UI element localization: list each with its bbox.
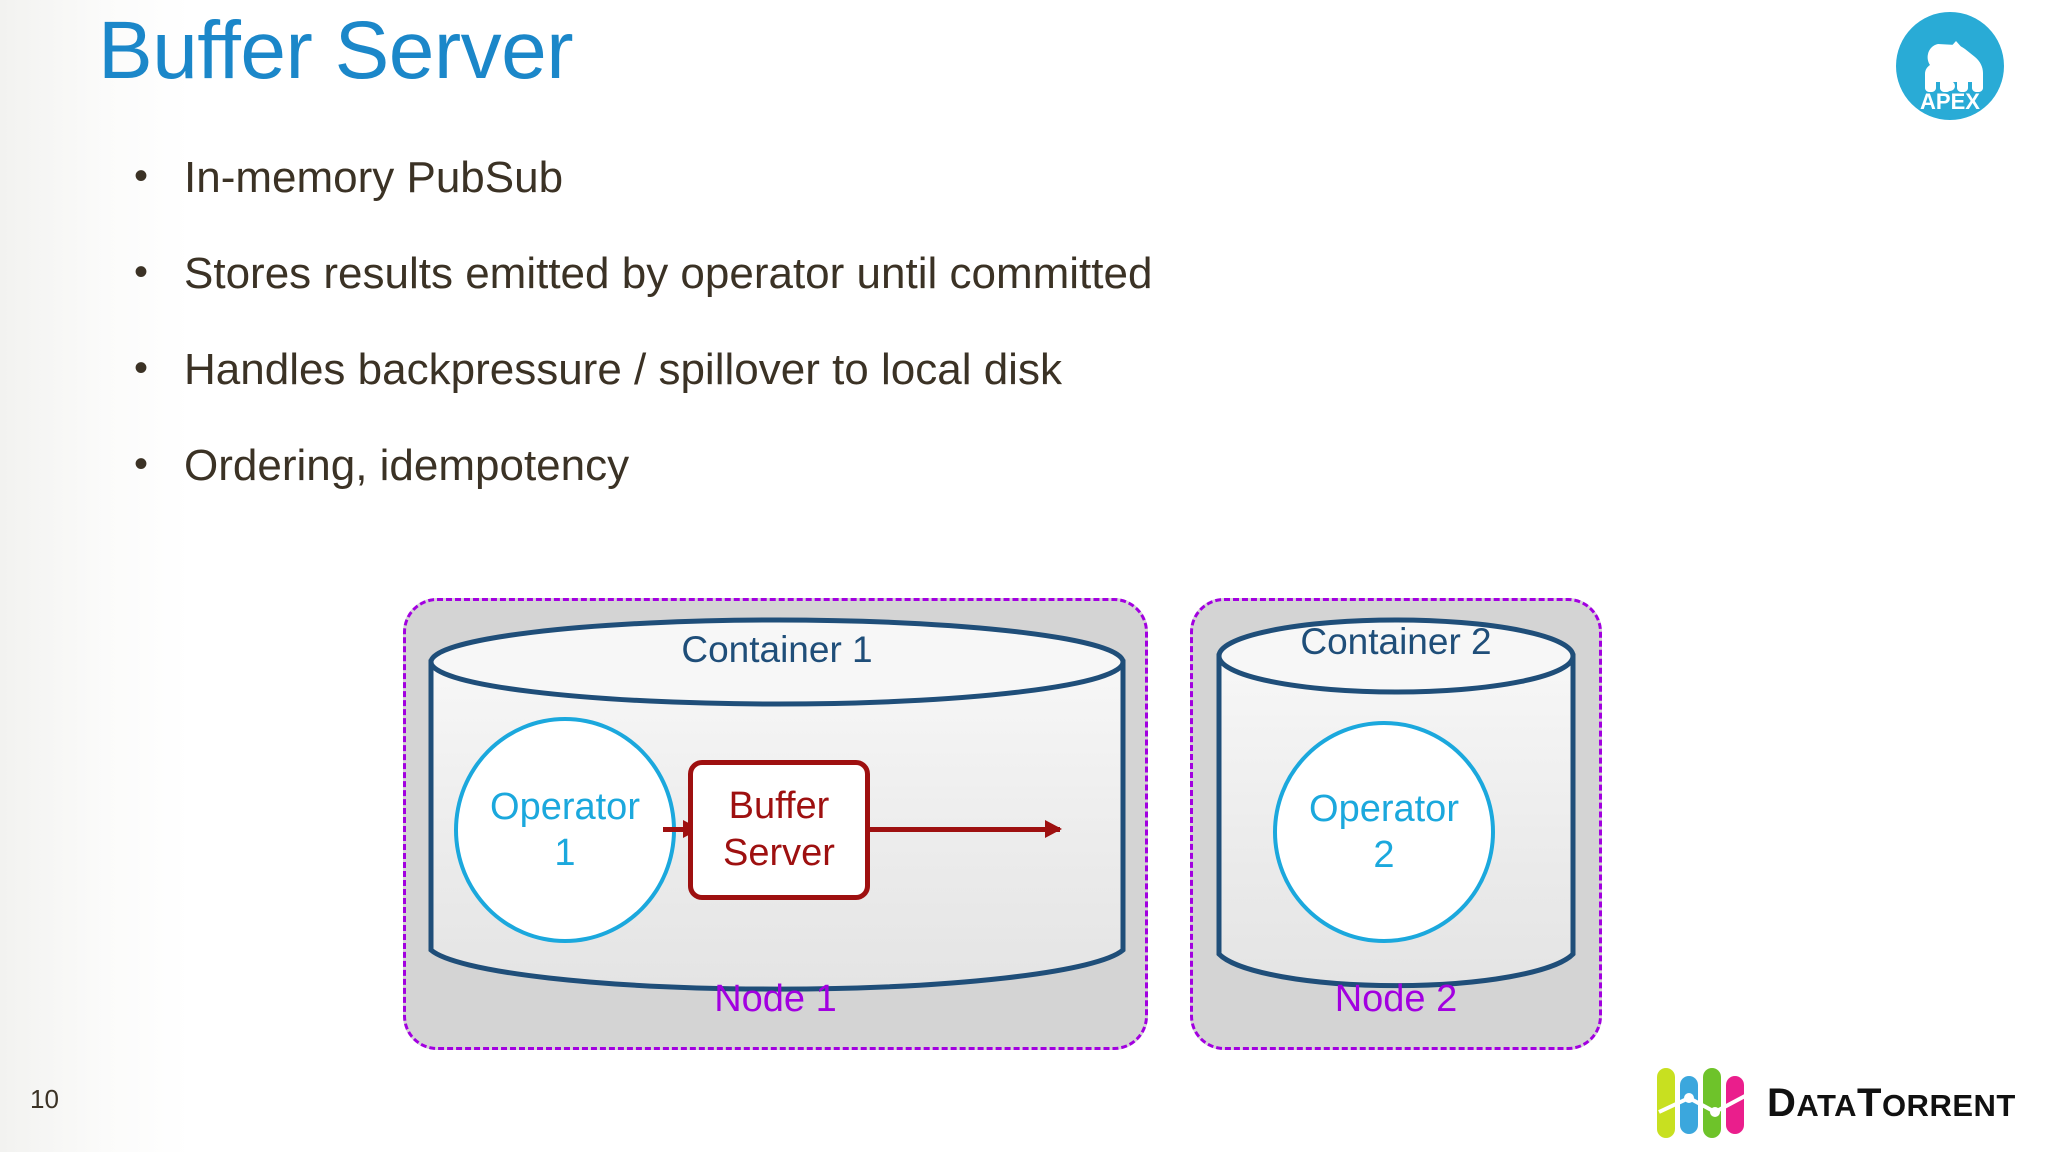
node-2-label: Node 2 bbox=[1334, 978, 1458, 1020]
bullet-marker-icon: • bbox=[134, 346, 149, 390]
arrow-buffer-to-operator2-head-icon bbox=[1045, 820, 1062, 838]
operator-1-node[interactable]: Operator 1 bbox=[454, 717, 676, 943]
operator-1-index: 1 bbox=[554, 832, 576, 874]
operator-2-name: Operator bbox=[1309, 788, 1459, 830]
apex-logo: APEX bbox=[1894, 10, 2006, 122]
datatorrent-logo: DATATORRENT bbox=[1655, 1063, 2015, 1143]
page-title: Buffer Server bbox=[98, 5, 574, 96]
bullet-marker-icon: • bbox=[134, 154, 149, 198]
buffer-server-label-line2: Server bbox=[723, 832, 835, 874]
list-item: • In-memory PubSub bbox=[128, 152, 1628, 248]
list-item-label: Ordering, idempotency bbox=[184, 441, 630, 490]
buffer-server-label-line1: Buffer bbox=[728, 785, 830, 827]
dt-word-orrent: ORRENT bbox=[1881, 1087, 2016, 1123]
operator-2-index: 2 bbox=[1373, 834, 1395, 876]
list-item-label: Handles backpressure / spillover to loca… bbox=[184, 345, 1062, 394]
datatorrent-mark-icon bbox=[1655, 1066, 1751, 1140]
operator-1-name: Operator bbox=[490, 786, 640, 828]
list-item: • Stores results emitted by operator unt… bbox=[128, 248, 1628, 344]
apex-logo-text: APEX bbox=[1920, 89, 1980, 114]
operator-2-node[interactable]: Operator 2 bbox=[1273, 721, 1495, 943]
dt-word-t: T bbox=[1857, 1080, 1882, 1125]
dt-word-d: D bbox=[1767, 1080, 1797, 1125]
architecture-diagram: Container 1 Container 2 Operator 1 bbox=[395, 588, 1615, 1058]
container-2-label: Container 2 bbox=[1300, 621, 1492, 662]
datatorrent-wordmark: DATATORRENT bbox=[1767, 1081, 2016, 1126]
buffer-server-box[interactable]: Buffer Server bbox=[688, 760, 870, 900]
bullet-marker-icon: • bbox=[134, 442, 149, 486]
list-item: • Handles backpressure / spillover to lo… bbox=[128, 344, 1628, 440]
dt-word-ata: ATA bbox=[1796, 1087, 1857, 1123]
list-item-label: Stores results emitted by operator until… bbox=[184, 249, 1153, 298]
arrow-buffer-to-operator2-line bbox=[865, 827, 1060, 832]
bullet-marker-icon: • bbox=[134, 250, 149, 294]
list-item-label: In-memory PubSub bbox=[184, 153, 564, 202]
page-number: 10 bbox=[30, 1084, 59, 1114]
arrow-operator1-to-buffer-line bbox=[663, 827, 695, 832]
list-item: • Ordering, idempotency bbox=[128, 440, 1628, 536]
container-1-label: Container 1 bbox=[681, 629, 873, 670]
node-1-label: Node 1 bbox=[714, 978, 837, 1020]
bullet-list: • In-memory PubSub • Stores results emit… bbox=[128, 152, 1628, 536]
